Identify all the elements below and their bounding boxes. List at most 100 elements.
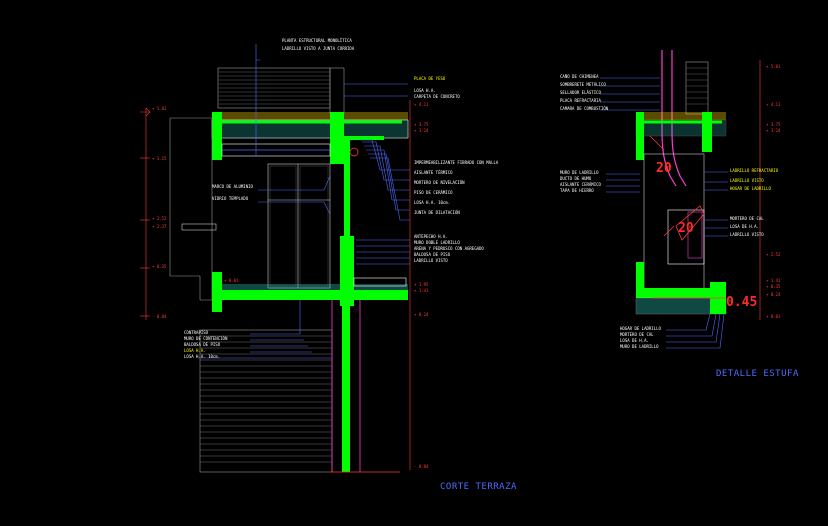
top-leaders: [255, 44, 408, 156]
callout-label: CONTRAPISO: [184, 330, 209, 335]
level-tag: - 0.84: [414, 464, 429, 469]
upper-column-left: [212, 112, 222, 160]
callout-label: SELLADOR ELÁSTICO: [560, 90, 602, 95]
level-tag: + 1.41: [766, 278, 781, 283]
detail-level-markers: + 5.01 + 4.11 + 3.75 + 3.24 + 2.52 + 1.4…: [766, 64, 781, 319]
callout-label: SOMBRERETE METÁLICO: [560, 82, 606, 87]
callout-label: DUCTO DE HUMO: [560, 176, 592, 181]
callout-label: PLACA REFRACTARIA: [560, 98, 602, 103]
parapet-side-wall: [329, 67, 345, 115]
callout-label: MURO DE LADRILLO: [560, 170, 599, 175]
level-tag: + 0.01: [766, 314, 781, 319]
dimension-label: 0.45: [726, 295, 757, 310]
firebox: [667, 209, 705, 265]
callout-label: AISLANTE TÉRMICO: [414, 170, 453, 175]
basement-hatch: [200, 335, 332, 463]
level-tag: + 1.41: [414, 288, 429, 293]
lower-column-left: [212, 272, 222, 312]
level-tag: + 2.37: [152, 224, 167, 229]
callout-label: MURO DOBLE LADRILLO: [414, 240, 460, 245]
level-tag: + 1.95: [414, 282, 429, 287]
callout-label: ARENA Y PEDRUSCO CON AGREGADO: [414, 246, 484, 251]
right-level-markers: + 4.11 + 3.75 + 3.24 + 1.95 + 1.41 + 0.2…: [414, 102, 429, 469]
level-tag: + 2.52: [766, 252, 781, 257]
window-frame: [267, 163, 331, 289]
dimension-label: 20: [656, 161, 672, 176]
level-tag: + 0.24: [766, 292, 781, 297]
lower-leaders: [200, 300, 332, 359]
left-level-markers: + 5.01 + 3.15 + 2.52 + 2.37 + 0.35 - 0.8…: [140, 106, 239, 319]
callout-label: BALDOSA DE PISO: [414, 252, 451, 257]
callout-label: LOSA DE H.A.: [730, 224, 759, 229]
callout-label: LADRILLO VISTO: [730, 178, 764, 183]
callout-label: ANTEPECHO H.A.: [414, 234, 448, 239]
detail-left-leaders: [600, 77, 660, 193]
middle-leaders: [356, 139, 410, 265]
lower-slab: [212, 290, 408, 300]
callout-label: MURO DE LADRILLO: [620, 344, 659, 349]
level-tag: + 0.01: [224, 278, 239, 283]
left-wall-outline: [169, 117, 213, 301]
level-tag: + 3.75: [766, 122, 781, 127]
chimney-stack: [685, 61, 709, 115]
callout-label: BALDOSA DE PISO: [184, 342, 221, 347]
glazing-mullion: [344, 140, 350, 236]
right-view-title: DETALLE ESTUFA: [716, 369, 799, 379]
detail-bottom-leaders: [666, 313, 725, 349]
callout-label: PISO DE CERÁMICO: [414, 190, 453, 195]
stove-body: [643, 153, 705, 291]
left-view-title: CORTE TERRAZA: [440, 482, 517, 492]
lower-slab-finish: [212, 284, 408, 290]
callout-label: LOSA H.A.: [184, 348, 206, 353]
detail-lower-slab: [636, 288, 726, 298]
callout-label: AISLANTE CERÁMICO: [560, 182, 602, 187]
callout-label: IMPERMEABILIZANTE FIBRADO CON MALLA: [414, 160, 499, 165]
left-section-view: + 5.01 + 3.15 + 2.52 + 2.37 + 0.35 - 0.8…: [140, 38, 517, 492]
level-tag: + 3.75: [414, 122, 429, 127]
callout-label: MORTERO DE CAL: [620, 332, 654, 337]
callout-label: LADRILLO VISTO: [730, 232, 764, 237]
cantilever-beam: [344, 136, 384, 140]
level-tag: + 2.52: [152, 216, 167, 221]
dimension-label: 20: [678, 221, 694, 236]
callout-label: LADRILLO REFRACTARIO: [730, 168, 779, 173]
level-tag: + 3.24: [414, 128, 429, 133]
level-tag: + 4.11: [414, 102, 429, 107]
callout-label: MORTERO DE CAL: [730, 216, 764, 221]
detail-column-right: [702, 112, 712, 152]
lower-column-right: [340, 236, 354, 306]
left-wall-ledge: [181, 223, 217, 231]
retaining-wall: [342, 300, 350, 472]
callout-label: PLANTA ESTRUCTURAL MONOLÍTICA: [282, 38, 352, 43]
callout-label: LADRILLO VISTO: [414, 258, 448, 263]
detail-column-left: [636, 112, 644, 160]
callout-label: VIDRIO TEMPLADO: [212, 196, 249, 201]
upper-slab-insulation: [212, 120, 408, 138]
callout-label: LOSA DE H.A.: [620, 338, 649, 343]
callout-label: MARCO DE ALUMINIO: [212, 184, 254, 189]
chimney-pipe-left: [661, 50, 677, 187]
level-tag: + 0.35: [766, 284, 781, 289]
level-tag: + 5.01: [766, 64, 781, 69]
level-tag: - 0.84: [152, 314, 167, 319]
callout-label: CAMARA DE COMBUSTIÓN: [560, 106, 609, 111]
level-tag: + 0.24: [414, 312, 429, 317]
callout-label: LADRILLO VISTO A JUNTA CORRIDA: [282, 46, 355, 51]
callout-label: TAPA DE HIERRO: [560, 188, 594, 193]
level-tag: + 4.11: [766, 102, 781, 107]
callout-label: MURO DE CONTENCIÓN: [184, 336, 228, 341]
callout-label: HOGAR DE LADRILLO: [730, 186, 772, 191]
upper-slab-fill: [212, 112, 408, 120]
callout-label: LOSA H.A. 10cm.: [414, 200, 450, 205]
parapet-hatch: [218, 71, 330, 105]
callout-label: LOSA H.A. 10cm.: [184, 354, 220, 359]
level-tag: + 5.01: [152, 106, 167, 111]
callout-label: MORTERO DE NIVELACIÓN: [414, 180, 465, 185]
detail-right-leaders: [704, 171, 728, 237]
upper-column-right: [330, 112, 344, 164]
right-detail-view: 20 20 0.45 + 5.01 + 4.11 + 3.75 + 3.24 +…: [560, 50, 799, 379]
level-tag: + 3.15: [152, 156, 167, 161]
callout-label: CARPETA DE CONCRETO: [414, 94, 460, 99]
chimney-pipe-right: [671, 50, 687, 187]
